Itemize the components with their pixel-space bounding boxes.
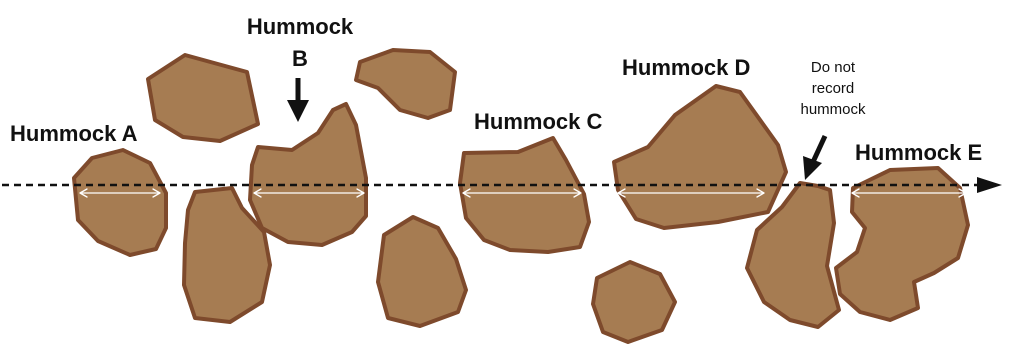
down-arrow-icon — [287, 78, 309, 122]
measure-arrow-c — [462, 188, 582, 198]
label-hummock-b-line2: B — [292, 46, 308, 71]
label-hummock-a: Hummock A — [10, 121, 138, 146]
hummock-shape-low-1 — [182, 186, 272, 324]
label-hummock-e: Hummock E — [855, 140, 982, 165]
measure-arrow-e — [851, 188, 967, 198]
label-hummock-c: Hummock C — [474, 109, 602, 134]
pointer-arrows — [287, 78, 828, 180]
label-hummock-b-line1: Hummock — [247, 14, 354, 39]
hummock-shape-low-2 — [376, 215, 468, 328]
measure-arrow-a — [79, 188, 161, 198]
note-line-1: Do not — [811, 59, 856, 76]
measure-arrow-d — [617, 188, 765, 198]
label-hummock-d: Hummock D — [622, 55, 750, 80]
hummock-shape-top-2 — [354, 48, 457, 120]
diagonal-arrow-icon — [803, 134, 828, 180]
note-line-2: record — [812, 80, 855, 97]
unrecorded-hummock-shape — [745, 181, 841, 329]
note-line-3: hummock — [800, 101, 866, 118]
hummock-a-shape — [72, 148, 168, 257]
labels: Hummock A Hummock B Hummock C Hummock D … — [10, 14, 982, 165]
hummock-shape-low-3 — [591, 260, 677, 344]
measurement-arrows — [79, 188, 967, 198]
transect-arrowhead-icon — [977, 177, 1002, 193]
hummock-d-shape — [612, 84, 788, 230]
transect — [2, 177, 1002, 193]
hummock-c-shape — [458, 136, 591, 254]
hummock-e-shape — [834, 166, 970, 322]
measure-arrow-b — [253, 188, 365, 198]
hummock-shape-top-1 — [146, 53, 260, 143]
hummock-b-shape — [248, 102, 368, 247]
